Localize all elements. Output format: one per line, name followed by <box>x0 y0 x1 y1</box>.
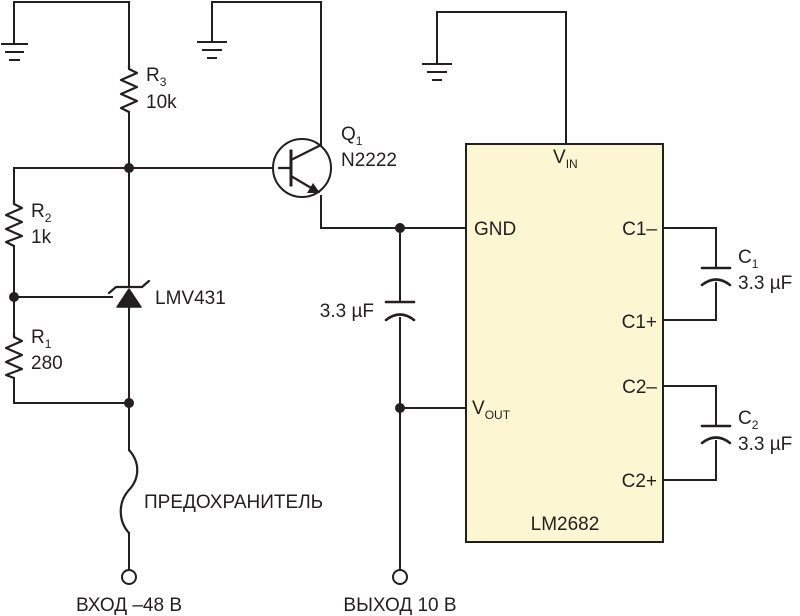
junction-dots <box>9 163 405 413</box>
ic-vout-pin: VOUT <box>472 398 511 422</box>
r2-value: 1k <box>31 227 52 248</box>
ic-c1-plus-pin: C1+ <box>622 312 657 333</box>
r3-label: R3 <box>146 65 167 89</box>
c1-value: 3.3 µF <box>738 273 792 294</box>
ic-part-label: LM2682 <box>531 514 600 535</box>
zener-label: LMV431 <box>155 288 226 309</box>
zener-lmv431 <box>107 279 151 308</box>
ic-c2-minus-pin: C2– <box>622 377 657 398</box>
output-capacitor <box>384 300 416 322</box>
ic-c1-minus-pin: C1– <box>622 219 657 240</box>
r1-value: 280 <box>31 353 63 374</box>
ic-lm2682-body <box>465 143 664 543</box>
c2-value: 3.3 µF <box>738 434 792 455</box>
output-terminal <box>392 569 408 585</box>
input-terminal <box>121 569 137 585</box>
ground-symbol-q1 <box>197 1 227 59</box>
fuse-symbol <box>119 448 139 535</box>
q1-label: Q1 <box>341 124 363 148</box>
cout-label: 3.3 µF <box>320 301 374 322</box>
r2-label: R2 <box>31 201 52 225</box>
r1-label: R1 <box>31 327 52 351</box>
ic-gnd-pin: GND <box>474 219 516 240</box>
capacitor-c2 <box>700 424 732 445</box>
wires <box>13 1 717 571</box>
ground-symbol-vin <box>422 11 452 81</box>
transistor-q1 <box>272 138 332 198</box>
r3-value: 10k <box>146 92 177 113</box>
output-label: ВЫХОД 10 В <box>343 595 456 616</box>
c1-label: C1 <box>738 247 759 271</box>
capacitor-c1 <box>700 266 732 287</box>
resistor-r2 <box>4 198 24 248</box>
input-label: ВХОД –48 В <box>76 595 182 616</box>
ground-symbol-left <box>1 1 28 61</box>
q1-part: N2222 <box>341 150 397 171</box>
c2-label: C2 <box>738 408 759 432</box>
resistor-r1 <box>4 331 24 380</box>
fuse-label: ПРЕДОХРАНИТЕЛЬ <box>144 492 323 513</box>
ic-vin-pin: VIN <box>553 147 578 171</box>
resistor-r3 <box>119 63 139 114</box>
ic-c2-plus-pin: C2+ <box>622 471 657 492</box>
